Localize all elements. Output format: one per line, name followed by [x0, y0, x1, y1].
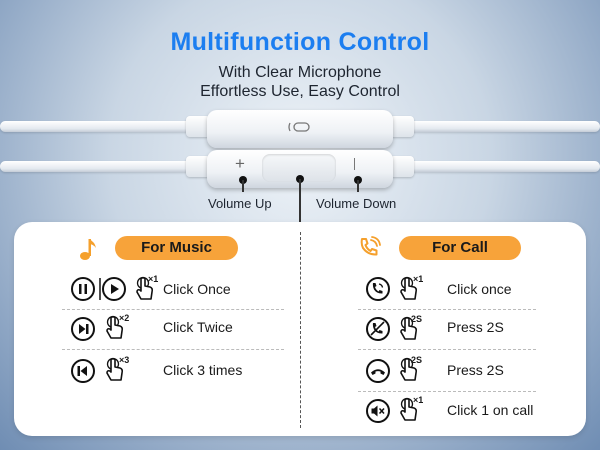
- finger-tap-icon: [400, 357, 418, 381]
- pause-icon: [71, 277, 95, 301]
- row-separator: [358, 391, 536, 392]
- cable-collar: [186, 156, 210, 177]
- mute-icon: [366, 399, 390, 423]
- action-click-once: Click Once: [163, 281, 231, 297]
- pointer-line: [357, 180, 359, 192]
- action-click-3-times: Click 3 times: [163, 362, 243, 378]
- for-call-heading: For Call: [399, 236, 521, 260]
- press-duration: 2S: [411, 314, 423, 324]
- finger-tap-icon: [136, 276, 154, 300]
- reject-call-icon: [366, 317, 390, 341]
- phone-ringing-icon: [360, 236, 381, 256]
- row-separator: [62, 349, 284, 350]
- play-icon: [102, 277, 126, 301]
- previous-track-icon: [71, 359, 95, 383]
- action-press-2s-hangup: Press 2S: [447, 362, 504, 378]
- finger-tap-icon: [400, 276, 418, 300]
- music-note-icon: [80, 239, 96, 260]
- cable-collar: [390, 156, 414, 177]
- cable-collar: [186, 116, 210, 137]
- cable-collar: [390, 116, 414, 137]
- action-click-1-on-call: Click 1 on call: [447, 402, 534, 418]
- volume-down-label: Volume Down: [316, 196, 397, 211]
- pointer-line: [299, 179, 301, 229]
- tap-count: ×3: [119, 355, 130, 365]
- finger-tap-icon: [400, 316, 418, 340]
- finger-tap-icon: [106, 315, 124, 339]
- action-press-2s: Press 2S: [447, 319, 504, 335]
- pointer-line: [242, 180, 244, 192]
- volume-up-label: Volume Up: [208, 196, 272, 211]
- answer-call-icon: [366, 277, 390, 301]
- row-separator: [62, 309, 284, 310]
- finger-tap-icon: [400, 397, 418, 421]
- finger-tap-icon: [106, 357, 124, 381]
- press-duration: 2S: [411, 355, 423, 365]
- microphone-icon: [288, 122, 310, 132]
- microphone-housing: [207, 110, 393, 148]
- next-track-icon: [71, 317, 95, 341]
- volume-minus-mark: [354, 158, 355, 170]
- tap-count: ×1: [148, 274, 159, 284]
- action-click-twice: Click Twice: [163, 319, 233, 335]
- subtitle-microphone: With Clear Microphone: [218, 64, 382, 81]
- tap-count: ×1: [413, 395, 424, 405]
- row-separator: [358, 349, 536, 350]
- row-separator: [358, 309, 536, 310]
- volume-plus-mark: +: [235, 154, 245, 173]
- panel-divider: [300, 232, 301, 428]
- action-click-once-call: Click once: [447, 281, 512, 297]
- hang-up-icon: [366, 359, 390, 383]
- tap-count: ×2: [119, 313, 130, 323]
- subtitle-easy-control: Effortless Use, Easy Control: [200, 83, 400, 100]
- page-title: Multifunction Control: [170, 28, 430, 56]
- music-row-1-icons: [71, 277, 126, 301]
- for-music-heading: For Music: [115, 236, 238, 260]
- tap-count: ×1: [413, 274, 424, 284]
